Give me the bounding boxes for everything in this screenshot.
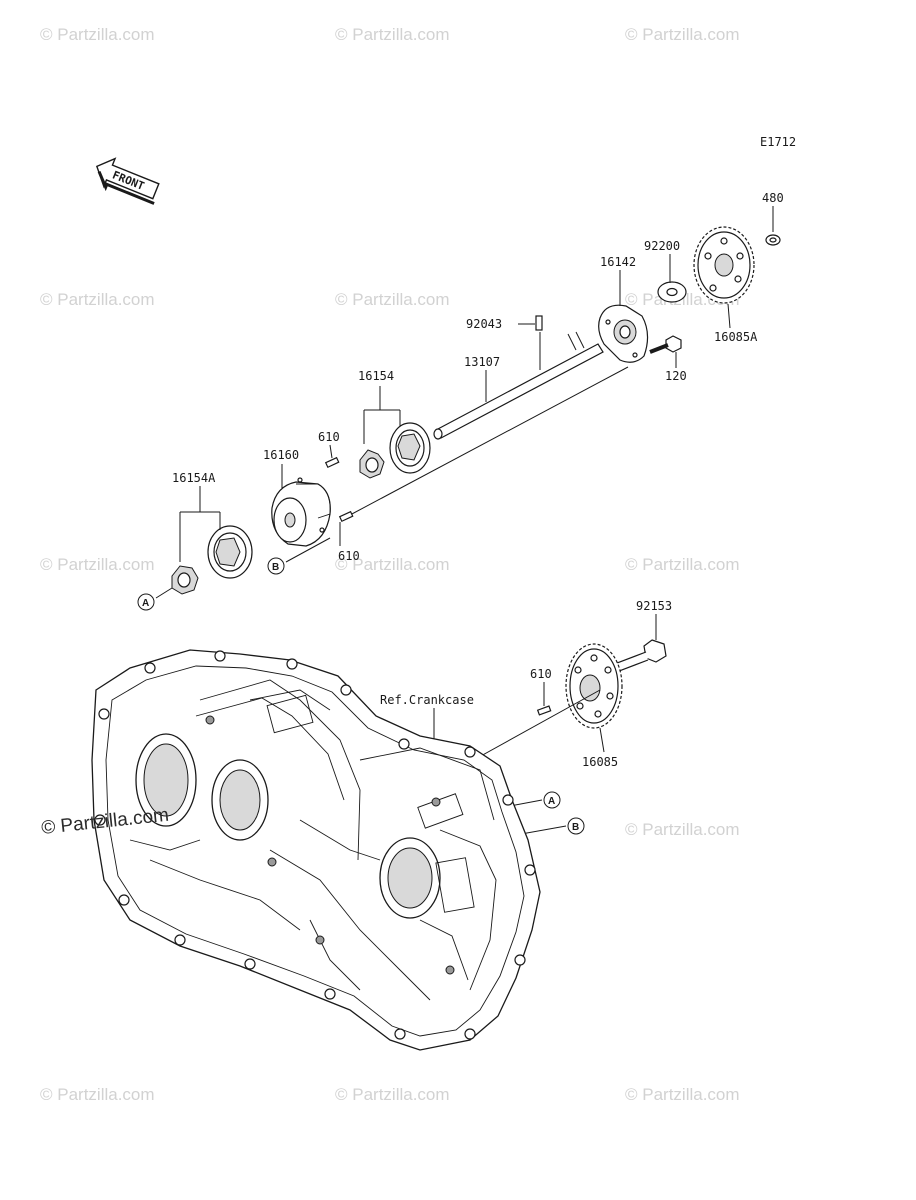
part-label-120: 120 xyxy=(665,369,687,383)
crankcase-illustration xyxy=(91,649,541,1051)
axis-line-lower xyxy=(469,689,601,763)
axis-line-upper xyxy=(349,366,629,516)
watermark: © Partzilla.com xyxy=(40,555,155,574)
leader-16085a xyxy=(727,303,731,329)
gear-16085 xyxy=(565,643,623,729)
leader-16154 xyxy=(363,386,401,444)
part-label-610-low: 610 xyxy=(530,667,552,681)
pump-body-16160 xyxy=(271,477,331,547)
watermark: © Partzilla.com xyxy=(625,25,740,44)
watermark: © Partzilla.com xyxy=(40,1085,155,1104)
watermark: © Partzilla.com xyxy=(335,1085,450,1104)
reference-label: Ref.Crankcase xyxy=(380,693,474,707)
bolt-120 xyxy=(649,335,682,354)
leader-16154a xyxy=(179,486,221,562)
watermark: © Partzilla.com xyxy=(335,290,450,309)
leader-16085 xyxy=(599,727,605,753)
pin-610-top xyxy=(324,456,340,469)
gear-16085a xyxy=(693,226,755,304)
part-label-610-top: 610 xyxy=(318,430,340,444)
part-label-92200: 92200 xyxy=(644,239,680,253)
part-label-16142: 16142 xyxy=(600,255,636,269)
rotor-set-16154 xyxy=(359,422,431,479)
callout-a-upper: A xyxy=(137,587,173,611)
leader-610-top xyxy=(329,444,333,459)
callout-b-label: B xyxy=(572,822,579,833)
callout-a-label: A xyxy=(548,796,555,807)
rotor-set-16154a xyxy=(171,525,253,595)
watermark: © Partzilla.com xyxy=(335,555,450,574)
callout-b-label: B xyxy=(272,562,279,573)
pump-cover-16142 xyxy=(598,304,649,363)
part-label-480: 480 xyxy=(762,191,784,205)
part-label-610-mid: 610 xyxy=(338,549,360,563)
part-label-16154: 16154 xyxy=(358,369,394,383)
callout-a-label: A xyxy=(142,598,149,609)
part-label-92043: 92043 xyxy=(466,317,502,331)
part-label-16154a: 16154A xyxy=(172,471,216,485)
part-label-92153: 92153 xyxy=(636,599,672,613)
part-label-16160: 16160 xyxy=(263,448,299,462)
watermark: © Partzilla.com xyxy=(625,1085,740,1104)
part-label-13107: 13107 xyxy=(464,355,500,369)
pin-92043 xyxy=(535,315,543,331)
part-label-16085a: 16085A xyxy=(714,330,758,344)
washer-92200 xyxy=(657,281,687,303)
pin-610-low xyxy=(536,705,552,716)
watermark: © Partzilla.com xyxy=(40,290,155,309)
watermark: © Partzilla.com xyxy=(625,820,740,839)
nut-480 xyxy=(765,234,781,246)
watermark: © Partzilla.com xyxy=(40,25,155,44)
shaft-13107 xyxy=(433,331,604,440)
front-arrow-icon: FRONT xyxy=(95,157,160,205)
watermark: © Partzilla.com xyxy=(625,555,740,574)
part-label-16085: 16085 xyxy=(582,755,618,769)
watermark: © Partzilla.com xyxy=(335,25,450,44)
diagram-code: E1712 xyxy=(760,135,796,149)
callout-b-upper: B xyxy=(267,537,331,575)
watermark-layer: © Partzilla.com © Partzilla.com © Partzi… xyxy=(40,25,740,1104)
pin-610-mid xyxy=(338,510,354,523)
